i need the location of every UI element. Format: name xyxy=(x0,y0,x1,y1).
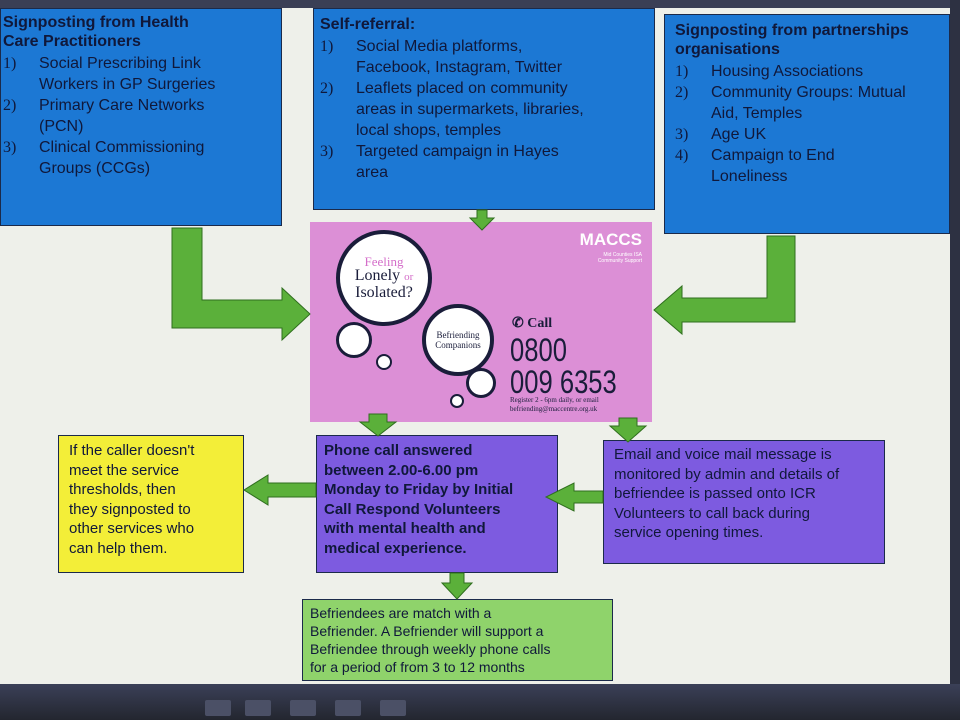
health-title-line1: Signposting from Health xyxy=(3,14,189,31)
self-referral-list: 1)Social Media platforms,Facebook, Insta… xyxy=(320,36,648,183)
bubble-isolated-text: Isolated? xyxy=(355,284,413,301)
monitor-bezel-right xyxy=(950,0,960,720)
yellow-text: If the caller doesn't meet the service t… xyxy=(69,442,195,557)
flow-arrows xyxy=(171,209,796,600)
taskbar-icon[interactable] xyxy=(380,700,406,716)
email-box-text: Email and voice mail message is monitore… xyxy=(614,446,840,541)
register-email: befriending@maccentre.org.uk xyxy=(510,405,598,413)
taskbar-icon[interactable] xyxy=(205,700,231,716)
small-bubble-2 xyxy=(376,354,392,370)
helpline-poster: Feeling Lonely or Isolated? Befriending … xyxy=(310,222,652,422)
partners-item: 1)Housing Associations xyxy=(675,63,864,80)
arrow-phone-to-yellow xyxy=(243,474,317,506)
health-box-title: Signposting from Health Care Practitione… xyxy=(3,13,275,51)
arrow-poster-to-email xyxy=(608,417,648,443)
taskbar xyxy=(0,684,960,720)
self-item: 1)Social Media platforms,Facebook, Insta… xyxy=(320,38,563,76)
email-voicemail-box: Email and voice mail message is monitore… xyxy=(603,440,885,564)
befriending-bubble: Befriending Companions xyxy=(422,304,494,376)
health-practitioners-box: Signposting from Health Care Practitione… xyxy=(0,8,282,226)
arrow-poster-to-phone xyxy=(358,413,398,437)
maccs-logo: MACCS xyxy=(579,230,642,249)
register-info: Register 2 - 6pm daily, or email befrien… xyxy=(510,396,599,414)
health-item: 2)Primary Care Networks(PCN) xyxy=(3,97,205,135)
taskbar-icon[interactable] xyxy=(290,700,316,716)
partners-title-line1: Signposting from partnerships xyxy=(675,22,909,39)
taskbar-icon[interactable] xyxy=(245,700,271,716)
partnerships-title: Signposting from partnerships organisati… xyxy=(675,21,945,59)
arrow-self-to-poster xyxy=(468,209,496,231)
arrow-phone-to-befriend xyxy=(440,572,474,600)
self-referral-box: Self-referral: 1)Social Media platforms,… xyxy=(313,8,655,210)
bubble-feeling-text: Feeling xyxy=(364,254,404,269)
monitor-bezel-top xyxy=(0,0,960,8)
arrow-email-to-phone xyxy=(544,482,604,512)
phone-call-answered-box: Phone call answered between 2.00-6.00 pm… xyxy=(316,435,558,573)
befriender-match-box: Befriendees are match with a Befriender.… xyxy=(302,599,613,681)
befriending-text: Befriending xyxy=(436,330,480,340)
call-label: ✆ Call xyxy=(512,316,553,331)
small-bubble-3 xyxy=(466,368,496,398)
health-title-line2: Care Practitioners xyxy=(3,33,141,50)
phone-box-text: Phone call answered between 2.00-6.00 pm… xyxy=(324,442,514,557)
phone-icon: ✆ xyxy=(512,316,524,331)
feeling-lonely-bubble: Feeling Lonely or Isolated? xyxy=(336,230,432,326)
arrow-health-to-poster xyxy=(171,227,311,342)
maccs-logo-subtitle: Mid Counties ISA Community Support xyxy=(597,252,642,264)
monitor-screen: Signposting from Health Care Practitione… xyxy=(0,0,960,698)
small-bubble-4 xyxy=(450,394,464,408)
register-line1: Register 2 - 6pm daily, or email xyxy=(510,396,599,404)
signpost-other-services-box: If the caller doesn't meet the service t… xyxy=(58,435,244,573)
phone-number: 0800 009 6353 xyxy=(510,334,617,398)
arrow-partners-to-poster xyxy=(653,235,796,336)
befriend-box-text: Befriendees are match with a Befriender.… xyxy=(310,605,551,675)
phone-line1: 0800 xyxy=(510,332,567,368)
partnerships-list: 1)Housing Associations 2)Community Group… xyxy=(675,61,945,187)
phone-line2: 009 6353 xyxy=(510,364,617,400)
small-bubble-1 xyxy=(336,322,372,358)
bubble-lonely-line: Lonely or xyxy=(354,267,414,284)
partners-title-line2: organisations xyxy=(675,41,780,58)
taskbar-icon[interactable] xyxy=(335,700,361,716)
companions-text: Companions xyxy=(435,340,481,350)
partners-item: 3)Age UK xyxy=(675,126,767,143)
partnerships-box: Signposting from partnerships organisati… xyxy=(664,14,950,234)
self-referral-title: Self-referral: xyxy=(320,16,416,33)
